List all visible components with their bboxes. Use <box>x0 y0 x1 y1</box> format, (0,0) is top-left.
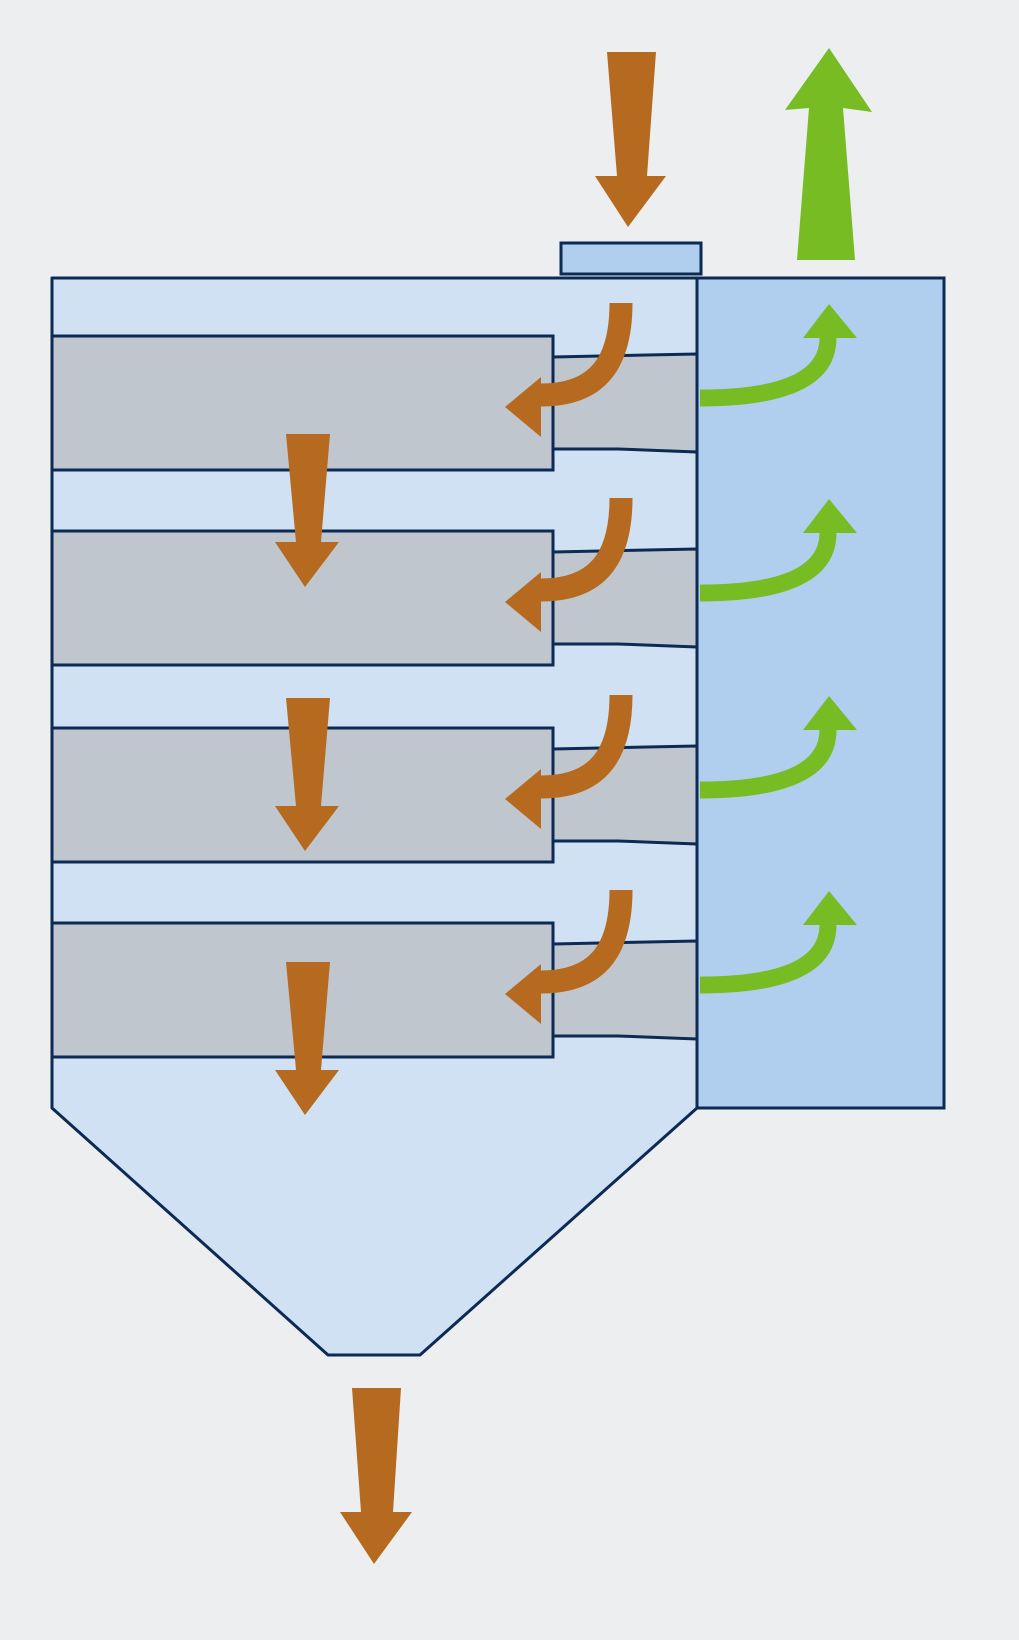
tray-feed-arrow-stem-1 <box>540 302 633 407</box>
tray-feed-arrow-head-2 <box>505 572 541 632</box>
gas-release-arrow-head-4 <box>803 891 857 925</box>
tray-discharge-arrow-2 <box>275 698 339 851</box>
gas-release-arrow-stem-1 <box>699 337 837 407</box>
tray-stages <box>50 302 857 1115</box>
feed-inlet-arrow <box>595 52 666 227</box>
tray-feed-arrow-stem-3 <box>540 694 633 799</box>
tray-feed-arrow-head-1 <box>505 377 541 437</box>
tray-feed-arrow-head-3 <box>505 769 541 829</box>
tray-feed-arrow-head-4 <box>505 964 541 1024</box>
bottom-discharge-arrow <box>340 1388 412 1564</box>
tray-feed-arrow-stem-4 <box>540 889 633 994</box>
gas-release-arrow-head-2 <box>803 499 857 533</box>
feed-inlet-nozzle <box>559 241 703 276</box>
gas-release-arrow-stem-2 <box>699 532 837 602</box>
tray-chute-2 <box>551 547 699 649</box>
gas-release-arrow-stem-3 <box>699 729 837 799</box>
gas-release-arrow-head-1 <box>803 304 857 338</box>
gas-release-arrow-stem-4 <box>699 924 837 994</box>
tray-chute-1 <box>551 352 699 454</box>
tray-chute-3 <box>551 744 699 846</box>
tray-chute-4 <box>551 939 699 1041</box>
gas-outlet-arrow <box>785 48 872 260</box>
gas-outlet-chamber <box>695 276 946 1110</box>
tray-feed-arrow-stem-2 <box>540 497 633 602</box>
gas-release-arrow-head-3 <box>803 696 857 730</box>
tray-discharge-arrow-1 <box>275 434 339 587</box>
tray-discharge-arrow-3 <box>275 962 339 1115</box>
